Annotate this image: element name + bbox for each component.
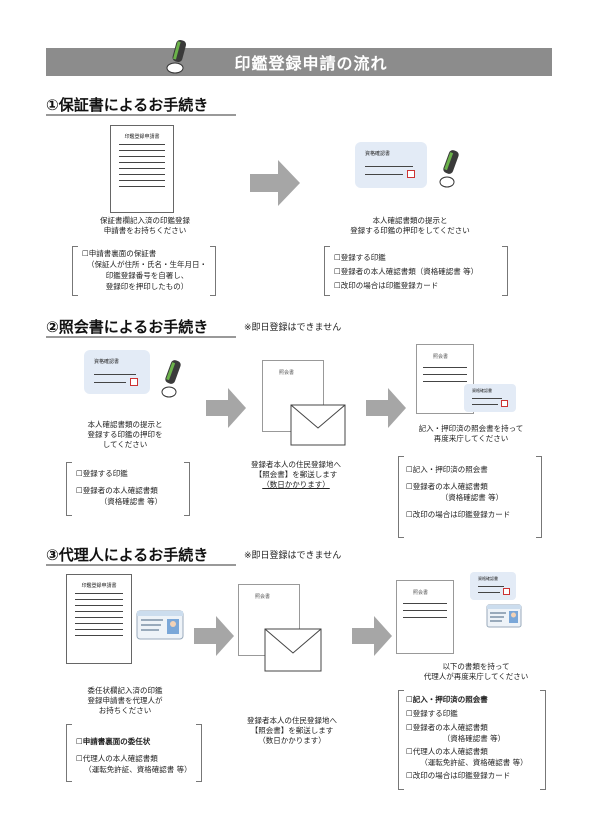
section-2-step-3-caption: 記入・押印済の照会書を持って再度来庁してください	[418, 424, 524, 443]
arrow-right-icon	[352, 616, 392, 656]
section-3-underline	[46, 564, 236, 566]
arrow-right-icon	[366, 388, 406, 428]
inquiry-document-filled: 照会書	[416, 344, 474, 414]
application-form: 印鑑登録申請書	[110, 125, 174, 213]
section-2-note: ※即日登録はできません	[244, 323, 342, 333]
section-1-heading: ①保証書によるお手続き	[46, 96, 209, 114]
seal-icon	[166, 40, 187, 74]
seal-icon	[439, 150, 459, 188]
application-form: 印鑑登録申請書	[66, 574, 132, 664]
section-2-underline	[46, 336, 236, 338]
section-1-step-2-list: ☐登録する印鑑 ☐登録者の本人確認書類（資格確認書 等） ☐改印の場合は印鑑登録…	[334, 253, 479, 290]
arrow-right-icon	[206, 388, 246, 428]
arrow-right-icon	[194, 616, 234, 656]
section-3-step-3-list: ☐記入・押印済の照会書 ☐登録する印鑑 ☐登録者の本人確認書類 （資格確認書 等…	[406, 695, 528, 780]
id-card: 資格確認書	[355, 142, 427, 188]
section-2-step-1-caption: 本人確認書類の提示と登録する印鑑の押印をしてください	[87, 420, 163, 449]
page-title: 印鑑登録申請の流れ	[234, 54, 388, 73]
driver-license-icon	[486, 604, 522, 628]
section-1-underline	[46, 114, 236, 116]
section-3-note: ※即日登録はできません	[244, 551, 342, 561]
arrow-right-icon	[250, 160, 300, 206]
section-2-step-2-caption: 登録者本人の住民登録地へ【照会書】を郵送します（数日かかります）	[251, 460, 341, 489]
section-2-step-3-list: ☐記入・押印済の照会書 ☐登録者の本人確認書類 （資格確認書 等） ☐改印の場合…	[406, 465, 511, 519]
section-3-step-2-caption: 登録者本人の住民登録地へ【照会書】を郵送します（数日かかります）	[247, 716, 337, 745]
section-1-step-2-caption: 本人確認書類の提示と登録する印鑑の押印をしてください	[350, 216, 470, 235]
section-3-step-3-caption: 以下の書類を持って代理人が再度来庁してください	[423, 662, 529, 681]
seal-icon	[161, 360, 181, 398]
section-3-heading: ③代理人によるお手続き	[46, 546, 209, 564]
id-card: 資格確認書	[84, 350, 150, 394]
page-title-bar: 印鑑登録申請の流れ	[46, 40, 552, 76]
section-1-step-1-list: ☐申請書裏面の保証書 （保証人が住所・氏名・生年月日・ 印鑑登録番号を自署し、 …	[82, 249, 207, 291]
driver-license-icon	[136, 610, 184, 640]
section-3-step-1-caption: 委任状欄記入済の印鑑登録申請書を代理人がお持ちください	[87, 686, 163, 715]
section-1-step-1-caption: 保証書欄記入済の印鑑登録申請書をお持ちください	[100, 216, 190, 235]
envelope-icon	[264, 628, 322, 672]
section-3-step-1-list: ☐申請書裏面の委任状 ☐代理人の本人確認書類 （運転免許証、資格確認書 等）	[76, 737, 192, 774]
id-card: 資格確認書	[470, 572, 516, 600]
id-card: 資格確認書	[464, 384, 516, 412]
inquiry-document-filled: 照会書	[396, 580, 454, 654]
envelope-icon	[290, 404, 346, 446]
section-2-step-1-list: ☐登録する印鑑 ☐登録者の本人確認書類 （資格確認書 等）	[76, 469, 163, 506]
section-2-heading: ②照会書によるお手続き	[46, 318, 209, 336]
